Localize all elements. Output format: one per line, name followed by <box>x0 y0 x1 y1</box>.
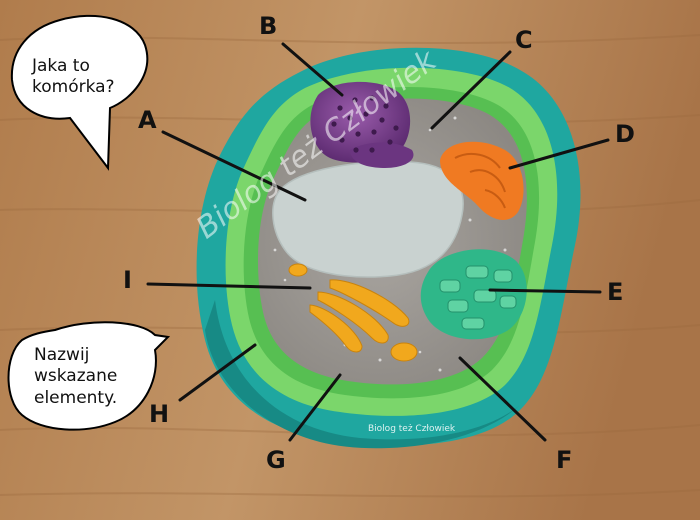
label-b: B <box>259 12 278 40</box>
vacuole <box>272 160 464 278</box>
label-c: C <box>515 26 533 54</box>
question-bubble <box>10 14 149 171</box>
leader-line-G <box>288 373 342 442</box>
watermark-small: Biolog też Człowiek <box>368 424 456 434</box>
nucleus <box>310 81 414 168</box>
leader-line-A <box>161 130 307 202</box>
task-bubble <box>7 321 171 431</box>
question-bubble-text: Jaka to komórka? <box>32 56 115 98</box>
label-a: A <box>138 106 157 134</box>
leader-line-I <box>146 282 312 290</box>
leader-lines <box>146 42 610 442</box>
leader-line-F <box>458 356 547 442</box>
leader-line-E <box>488 288 602 294</box>
golgi-apparatus <box>288 263 418 362</box>
leader-line-C <box>430 50 512 130</box>
leader-line-B <box>281 42 344 97</box>
task-bubble-text: Nazwij wskazane elementy. <box>34 345 118 408</box>
chloroplast <box>420 249 527 340</box>
label-f: F <box>556 446 573 474</box>
label-h: H <box>149 400 170 428</box>
mitochondrion <box>440 141 524 220</box>
label-e: E <box>607 278 624 306</box>
leader-line-H <box>178 343 257 402</box>
label-g: G <box>266 446 286 474</box>
label-d: D <box>615 120 635 148</box>
label-i: I <box>123 266 132 294</box>
leader-line-D <box>508 138 610 170</box>
